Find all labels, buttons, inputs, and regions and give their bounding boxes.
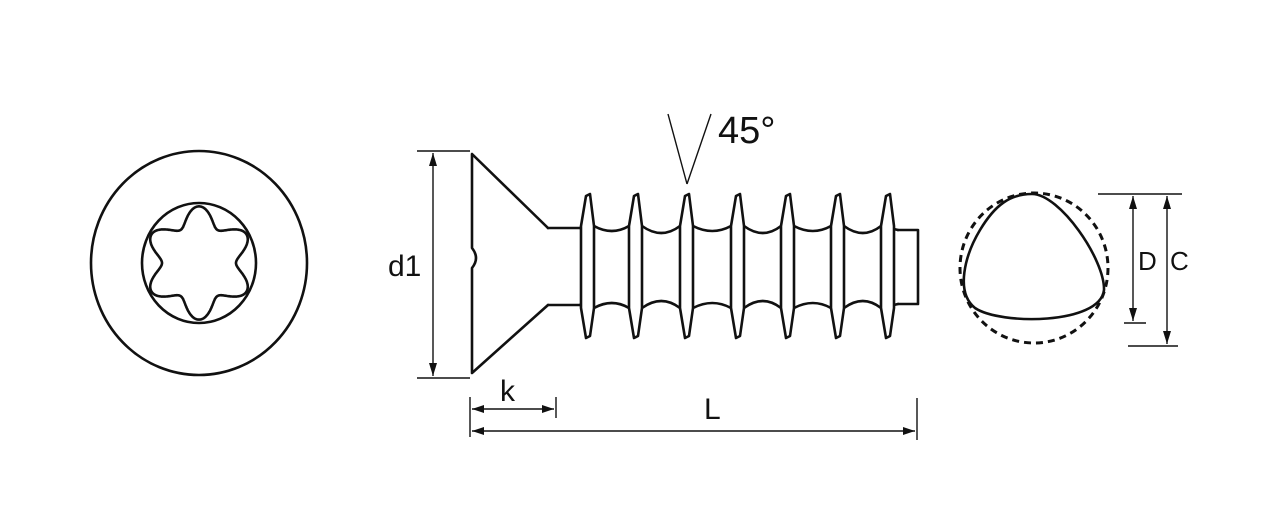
thread-crest <box>829 192 846 340</box>
d1-label: d1 <box>388 250 421 283</box>
dimension-D: D <box>1098 193 1182 324</box>
D-label: D <box>1138 246 1157 276</box>
thread-crests <box>579 192 896 340</box>
C-label: C <box>1170 246 1189 276</box>
thread-crest <box>627 192 644 340</box>
dimension-L: L <box>472 393 918 440</box>
dimension-d1: d1 <box>388 150 470 379</box>
torx-recess-icon <box>148 205 250 321</box>
head-top-view <box>89 149 309 377</box>
angle-line-right <box>686 113 712 185</box>
dimension-C: C <box>1128 196 1189 347</box>
thread-angle-annotation: 45° <box>667 110 775 185</box>
thread-crest <box>879 192 896 340</box>
recess-circle <box>140 201 258 325</box>
head-outer-circle <box>89 149 309 377</box>
dimension-k: k <box>469 375 557 437</box>
thread-crest <box>678 192 695 340</box>
screw-side-view <box>470 152 920 375</box>
thread-crest <box>729 192 746 340</box>
angle-label: 45° <box>718 110 775 152</box>
screw-tip <box>896 228 920 306</box>
countersunk-head <box>470 152 550 375</box>
thread-crest <box>779 192 796 340</box>
trilobular-profile <box>962 192 1106 321</box>
trilobular-cross-section <box>958 191 1110 345</box>
L-label: L <box>704 393 721 426</box>
k-label: k <box>500 375 516 408</box>
angle-line-left <box>667 113 688 185</box>
thread-crest <box>579 192 596 340</box>
